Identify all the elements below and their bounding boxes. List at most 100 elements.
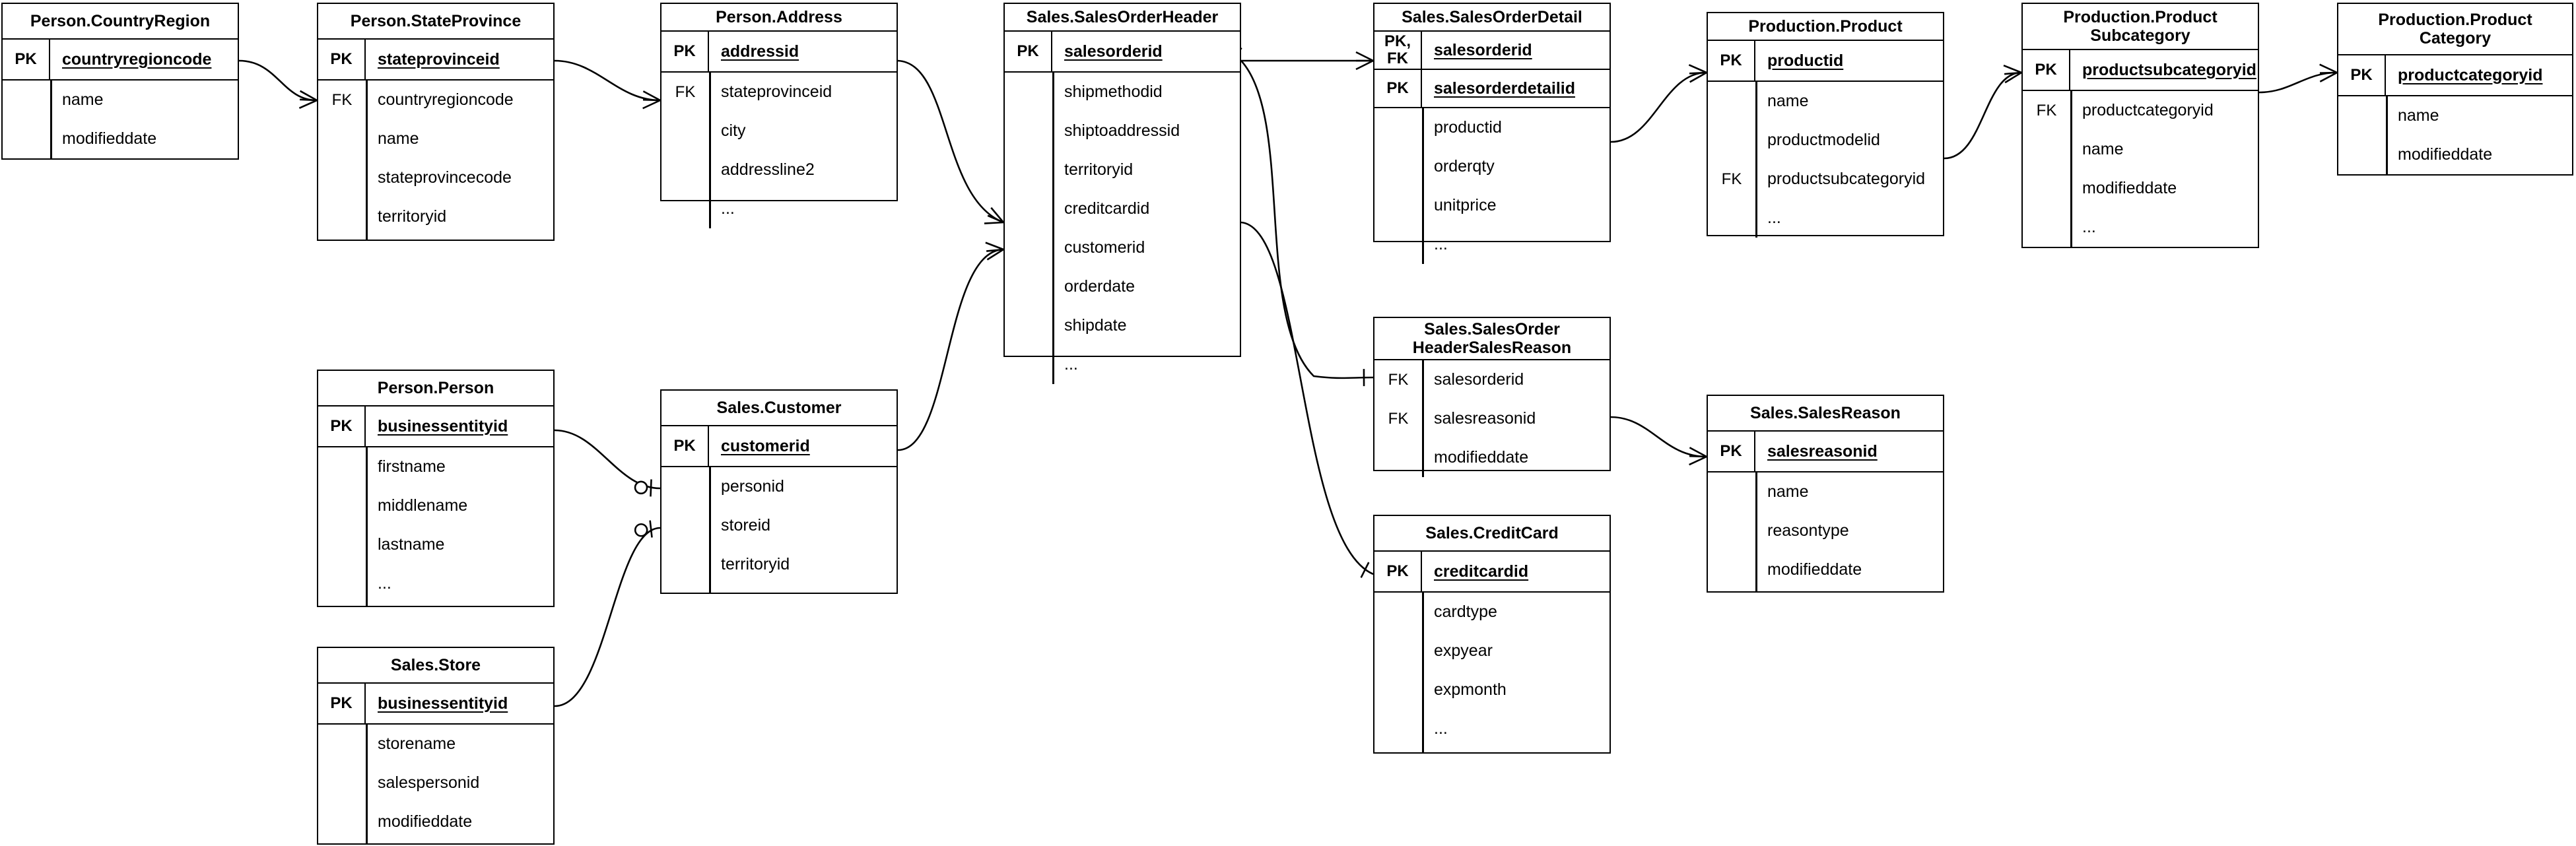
attribute-name: expmonth bbox=[1434, 680, 1507, 699]
key-badge: PK bbox=[318, 407, 366, 446]
attribute-name: city bbox=[721, 121, 746, 140]
key-badge bbox=[3, 119, 50, 158]
key-badge: PK bbox=[1708, 41, 1755, 81]
attribute-name: shiptoaddressid bbox=[1064, 121, 1180, 140]
key-badge bbox=[318, 802, 366, 841]
attribute-row: city bbox=[661, 112, 897, 150]
key-badge: PK bbox=[3, 40, 50, 79]
attribute-row: lastname bbox=[318, 525, 553, 564]
attribute-name: productcategoryid bbox=[2398, 65, 2543, 84]
entity-title: Sales.SalesOrder HeaderSalesReason bbox=[1374, 318, 1610, 360]
key-badge bbox=[1005, 150, 1052, 189]
attribute-row: personid bbox=[661, 467, 897, 506]
cardinality-marker-many bbox=[1688, 64, 1707, 83]
attribute-name: name bbox=[1767, 92, 1809, 110]
attribute-row: shipdate bbox=[1005, 306, 1240, 345]
attribute-name: ... bbox=[2082, 218, 2096, 236]
key-badge bbox=[1374, 225, 1422, 264]
attribute-row: customerid bbox=[1005, 228, 1240, 267]
attribute-name: modifieddate bbox=[378, 812, 473, 831]
key-column-divider bbox=[709, 73, 711, 228]
entity-title: Sales.SalesOrderDetail bbox=[1374, 4, 1610, 32]
attribute-name: lastname bbox=[378, 535, 445, 554]
attribute-row: ... bbox=[1708, 199, 1943, 238]
attribute-name: ... bbox=[1064, 355, 1078, 374]
attribute-row: name bbox=[3, 81, 238, 119]
attribute-row: ... bbox=[1374, 709, 1610, 748]
attribute-name: modifieddate bbox=[2398, 145, 2493, 164]
attribute-name: productmodelid bbox=[1767, 131, 1880, 149]
key-badge bbox=[318, 525, 366, 564]
key-badge bbox=[1708, 199, 1755, 238]
attribute-row: ... bbox=[318, 564, 553, 603]
attribute-name: ... bbox=[721, 199, 735, 218]
key-badge bbox=[318, 158, 366, 197]
attribute-name: productid bbox=[1767, 51, 1844, 70]
key-badge bbox=[1374, 438, 1422, 477]
relationship-salesorderheader-creditcard bbox=[1229, 212, 1374, 578]
attribute-name: shipdate bbox=[1064, 316, 1127, 335]
entity-title: Production.Product Category bbox=[2338, 4, 2572, 55]
key-badge bbox=[318, 764, 366, 802]
entity-title: Sales.SalesOrderHeader bbox=[1005, 4, 1240, 32]
relationship-line bbox=[2258, 71, 2338, 94]
entity-key-section: PK productcategoryid bbox=[2338, 55, 2572, 96]
attribute-name: addressline2 bbox=[721, 160, 815, 179]
cardinality-marker-many bbox=[298, 90, 318, 109]
attribute-row: territoryid bbox=[1005, 150, 1240, 189]
attribute-name: personid bbox=[721, 477, 784, 496]
key-badge bbox=[3, 81, 50, 119]
attribute-name: storeid bbox=[721, 516, 771, 535]
attribute-name: ... bbox=[378, 574, 391, 593]
key-column-divider bbox=[1755, 82, 1757, 238]
key-badge: PK bbox=[1374, 70, 1422, 107]
relationship-salesorderheader-salesorderdetail bbox=[1231, 51, 1374, 71]
key-column-divider bbox=[1052, 73, 1054, 384]
cardinality-marker-many bbox=[642, 90, 661, 110]
key-column-divider bbox=[2386, 96, 2388, 174]
cardinality-marker-many bbox=[984, 207, 1004, 224]
attribute-row: modifieddate bbox=[3, 119, 238, 158]
key-badge: PK bbox=[2338, 55, 2386, 95]
attribute-name: customerid bbox=[721, 436, 810, 455]
relationship-countryregion-stateprovince bbox=[228, 51, 318, 109]
entity-title: Sales.Store bbox=[318, 648, 553, 684]
relationship-line bbox=[1610, 71, 1707, 143]
attribute-row: modifieddate bbox=[1708, 550, 1943, 589]
attribute-row: firstname bbox=[318, 447, 553, 486]
attribute-row: productmodelid bbox=[1708, 121, 1943, 160]
cardinality-marker-many bbox=[2003, 65, 2022, 84]
key-badge bbox=[318, 564, 366, 603]
key-badge bbox=[1374, 147, 1422, 186]
attribute-row: modifieddate bbox=[2338, 135, 2572, 174]
